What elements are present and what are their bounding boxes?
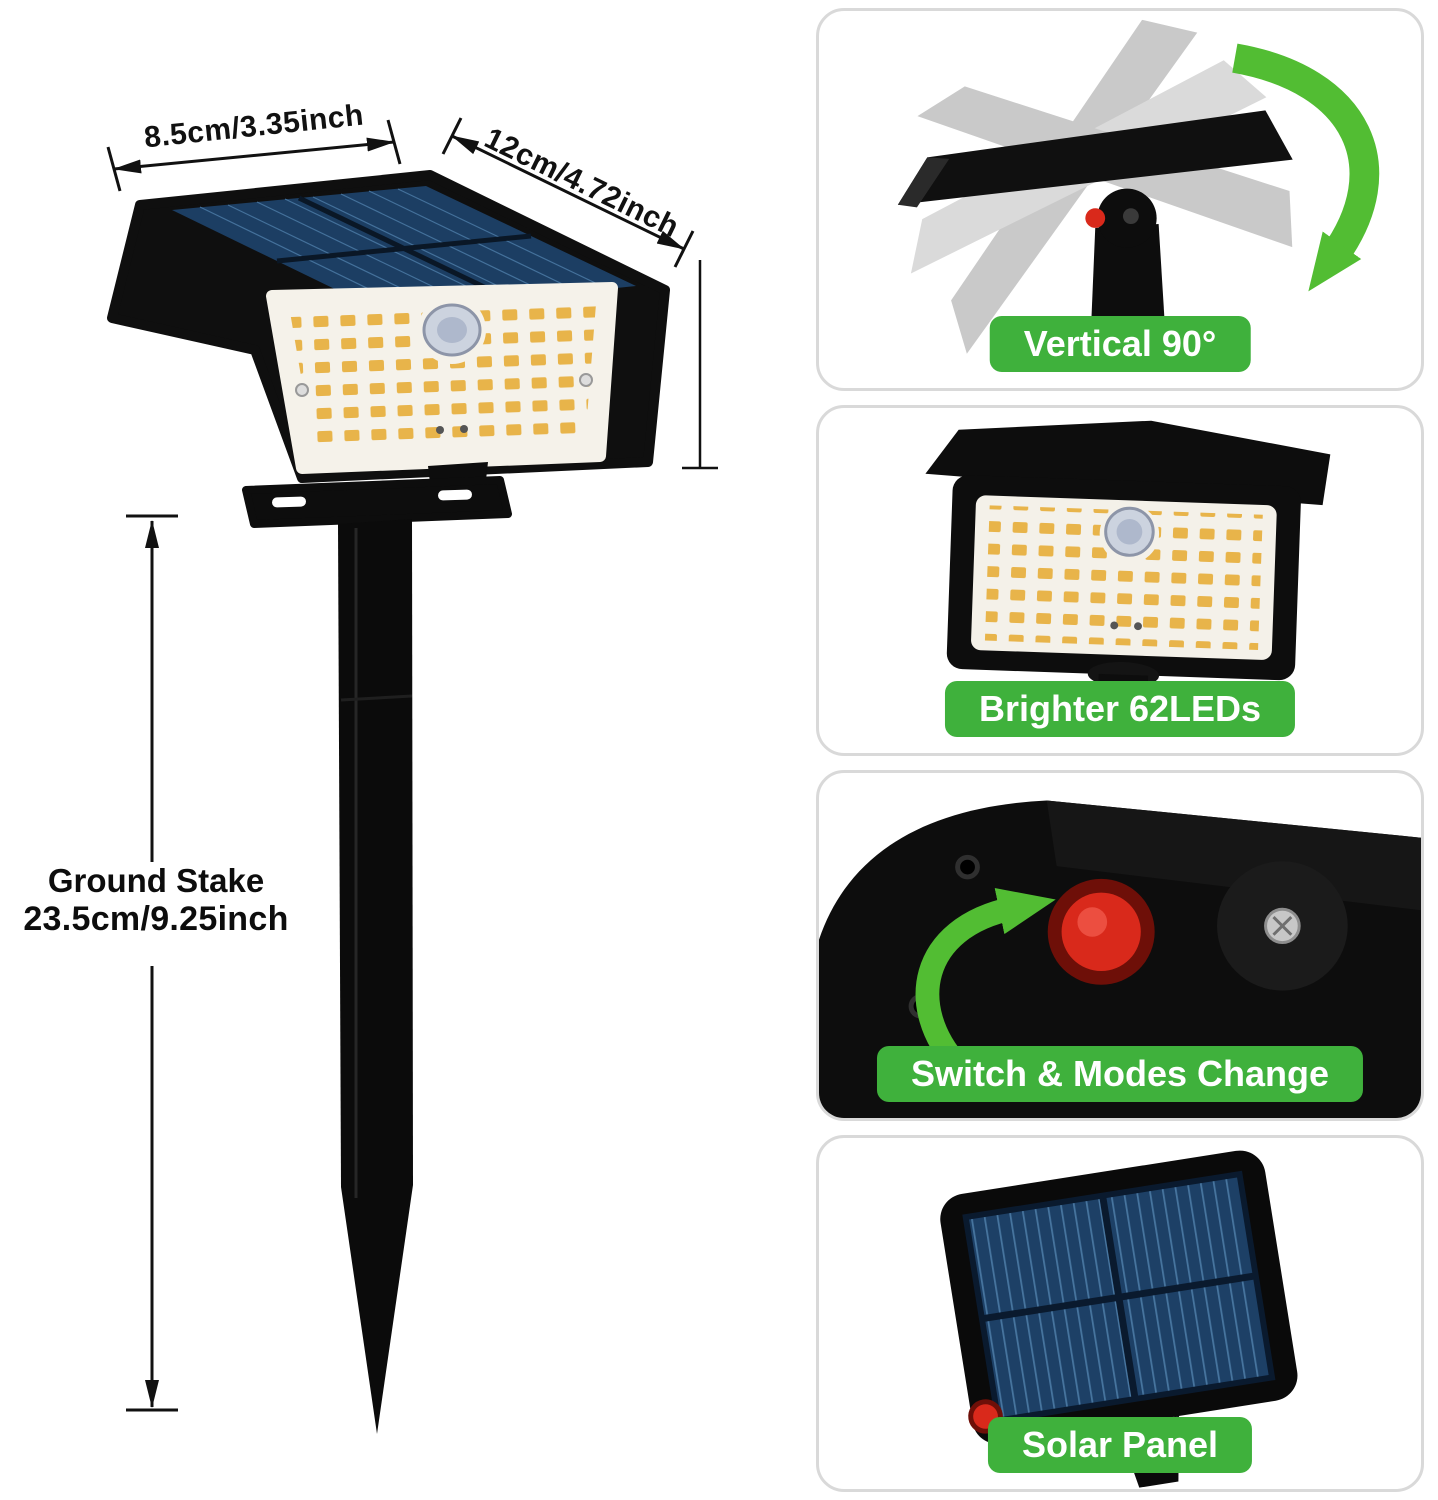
feature-cards: Vertical 90°	[800, 0, 1438, 1500]
rotation-arrow-icon	[1232, 43, 1380, 292]
feature-card-solar-panel: Solar Panel	[816, 1135, 1424, 1493]
led-grid	[984, 505, 1263, 650]
led-panel	[266, 282, 618, 474]
feature-card-vertical-rotation: Vertical 90°	[816, 8, 1424, 391]
dimension-diagram: 8.5cm/3.35inch 12cm/4.72inch Ground Stak…	[6, 99, 718, 1434]
ground-stake-label: Ground Stake 23.5cm/9.25inch	[6, 862, 306, 939]
ground-stake	[338, 519, 413, 1434]
led-front-illustration	[925, 420, 1331, 737]
power-switch-button	[1047, 878, 1155, 985]
width-dimension-line	[106, 119, 402, 192]
mounting-bracket	[242, 476, 512, 528]
feature-card-switch: Switch & Modes Change	[816, 769, 1424, 1121]
stake-dimension-line	[126, 514, 178, 1412]
ground-stake-title: Ground Stake	[47, 862, 265, 899]
switch-closeup-illustration	[819, 800, 1421, 1118]
solar-spotlight-illustration	[106, 117, 718, 1434]
depth-dimension-line	[441, 117, 695, 268]
feature-label-pill: Brighter 62LEDs	[944, 680, 1296, 737]
vertical-rotation-illustration	[897, 19, 1380, 354]
mode-button	[1085, 208, 1106, 228]
tilting-lamp-head	[897, 19, 1293, 354]
feature-card-leds: Brighter 62LEDs	[816, 404, 1424, 756]
ground-stake-length: 23.5cm/9.25inch	[23, 900, 289, 938]
feature-label-pill: Vertical 90°	[989, 315, 1251, 372]
feature-label-pill: Switch & Modes Change	[876, 1046, 1364, 1102]
head-height-extension-line	[682, 260, 718, 470]
pointer-arrow-icon	[915, 888, 1056, 1073]
feature-label-pill: Solar Panel	[987, 1417, 1253, 1474]
